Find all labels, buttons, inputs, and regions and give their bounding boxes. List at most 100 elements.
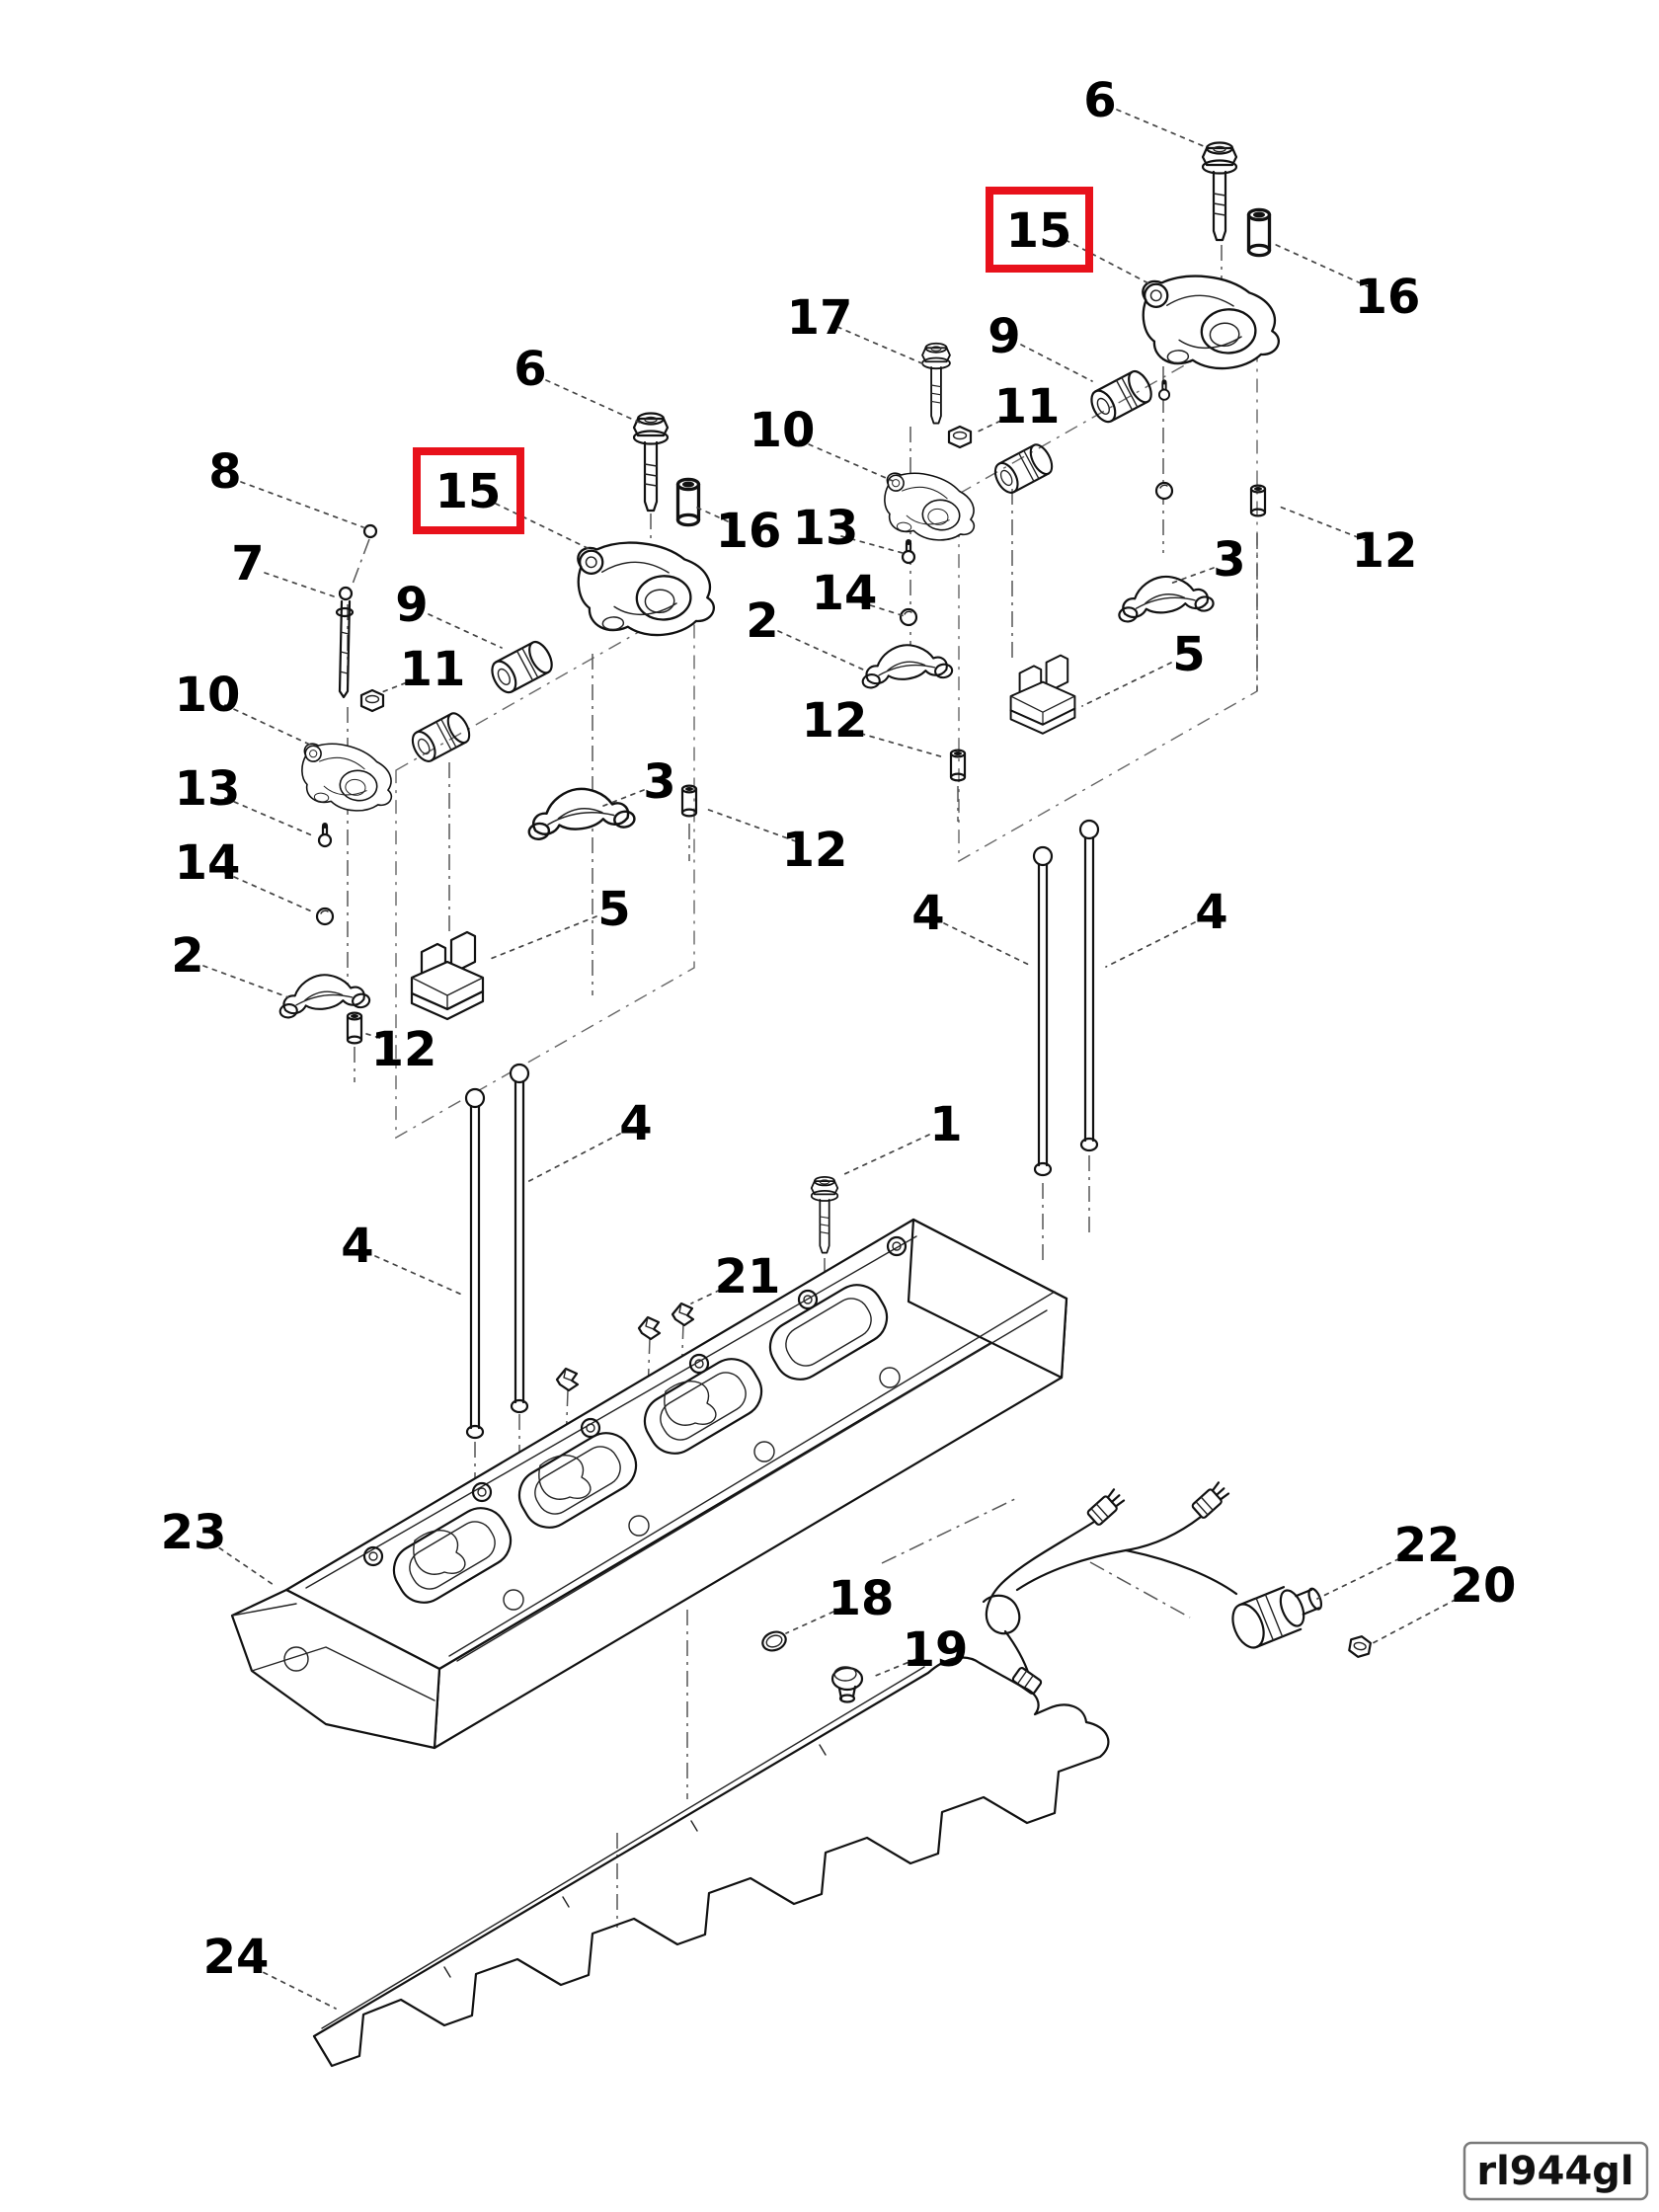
part-number-callout: 22: [1394, 1518, 1461, 1573]
leader-line: [840, 535, 904, 554]
part-number-callout: 10: [750, 403, 816, 458]
leader-line: [785, 1607, 843, 1634]
rocker-arm-15-left: [575, 537, 717, 641]
leader-line: [362, 1032, 390, 1042]
ball-14-right: [899, 607, 918, 627]
highlight-box: [413, 447, 524, 534]
part-number-callout: 12: [371, 1022, 437, 1077]
retainer-2-right: [857, 638, 955, 690]
harness-plug-c: [1011, 1667, 1043, 1695]
leader-line: [240, 481, 364, 528]
retainer-3-left: [522, 780, 637, 842]
rocker-arm-15-right: [1140, 271, 1282, 374]
leader-line: [1081, 662, 1172, 707]
wiring-harness-22: [982, 1480, 1372, 1695]
part-number-callout: 15: [435, 464, 502, 519]
harness-connector-b: [1190, 1480, 1231, 1521]
part-number-callout: 14: [175, 835, 241, 891]
retainer-2-left: [275, 968, 372, 1020]
part-number-callout: 24: [203, 1930, 270, 1985]
pushrod: [509, 1063, 530, 1414]
part-number-callout: 11: [400, 642, 466, 697]
part-number-callout: 15: [1006, 203, 1072, 259]
bolt-6-right: [1201, 141, 1238, 242]
leader-line: [1273, 243, 1371, 288]
part-number-callout: 12: [782, 823, 848, 878]
part-number-callout: 3: [1213, 532, 1245, 588]
part-number-callout: 9: [988, 309, 1020, 364]
pin-13-left: [317, 821, 333, 848]
leader-line: [841, 1134, 930, 1176]
harness-wire: [1015, 1515, 1203, 1592]
part-number-callout: 12: [1352, 523, 1418, 579]
leader-line: [850, 730, 945, 758]
leader-line: [1276, 505, 1369, 542]
part-number-callout: 4: [911, 886, 944, 941]
leader-line: [378, 678, 416, 694]
pushrod: [1032, 845, 1054, 1177]
left-assembly-dashed-box: [395, 598, 695, 1140]
drawing-code-text: rl944gl: [1476, 2149, 1633, 2194]
part-number-callout: 20: [1451, 1558, 1517, 1614]
pushrods: [464, 819, 1100, 1440]
plug-19: [830, 1666, 864, 1703]
leader-line: [597, 789, 645, 809]
left-rocker-assembly: [275, 412, 717, 1045]
part-number-callout: 3: [643, 754, 675, 810]
spacer-16-left: [675, 477, 701, 527]
harness-wire: [1124, 1548, 1238, 1596]
leader-line: [860, 601, 906, 617]
part-number-callout: 13: [175, 761, 241, 817]
leader-line: [1020, 344, 1093, 382]
ball-14-left: [315, 907, 335, 926]
leader-line: [1116, 109, 1207, 148]
highlight-box: [986, 187, 1093, 273]
clip-21-a: [555, 1367, 580, 1392]
part-number-callout: 16: [716, 504, 782, 559]
part-number-callout: 16: [1355, 270, 1421, 325]
part-number-callout: 14: [812, 566, 878, 621]
leader-line: [1372, 1594, 1465, 1644]
leader-line: [1065, 239, 1153, 286]
clip-21-b: [637, 1315, 662, 1341]
harness-wire: [1003, 1629, 1031, 1677]
part-number-callout: 4: [1195, 885, 1227, 940]
harness-connector-a: [1085, 1487, 1127, 1528]
leader-line: [799, 439, 894, 482]
retainer-3-right: [1113, 569, 1216, 624]
sleeve-12-right-a: [949, 749, 967, 782]
leader-line: [224, 704, 315, 748]
leader-line: [1316, 1553, 1409, 1600]
sensor-22-body: [1231, 1586, 1323, 1649]
part-number-callout: 5: [1172, 627, 1205, 682]
part-number-callout: 4: [341, 1219, 373, 1274]
crosshead-5-right: [1009, 654, 1076, 735]
part-number-callout: 2: [746, 593, 778, 649]
crosshead-5-left: [410, 930, 485, 1021]
leader-line: [943, 922, 1030, 966]
bolt-6-left: [632, 412, 670, 513]
nut-20: [1348, 1635, 1372, 1658]
nut-11-left: [359, 688, 385, 713]
pushrod: [1078, 819, 1100, 1152]
head-small-parts: [555, 1175, 864, 1703]
adjusting-screw-7: [335, 586, 355, 699]
clip-21-c: [671, 1302, 695, 1327]
part-number-callout: 18: [829, 1571, 895, 1626]
pin-13-right-b: [1157, 378, 1171, 401]
pushrod: [464, 1087, 486, 1440]
leader-line: [690, 1285, 730, 1304]
tappet-9-left-upper: [486, 637, 558, 698]
leaders-layer: [202, 109, 1465, 2010]
leader-line: [1169, 567, 1215, 585]
part-number-callout: 17: [787, 290, 853, 346]
part-number-callout: 6: [1083, 73, 1116, 128]
o-ring-18: [761, 1630, 787, 1652]
part-number-callout: 8: [208, 444, 241, 500]
part-number-callout: 19: [903, 1622, 969, 1678]
tappet-9-right-lower: [989, 439, 1058, 498]
rocker-arm-10-right: [880, 469, 981, 545]
leader-line: [202, 965, 289, 998]
